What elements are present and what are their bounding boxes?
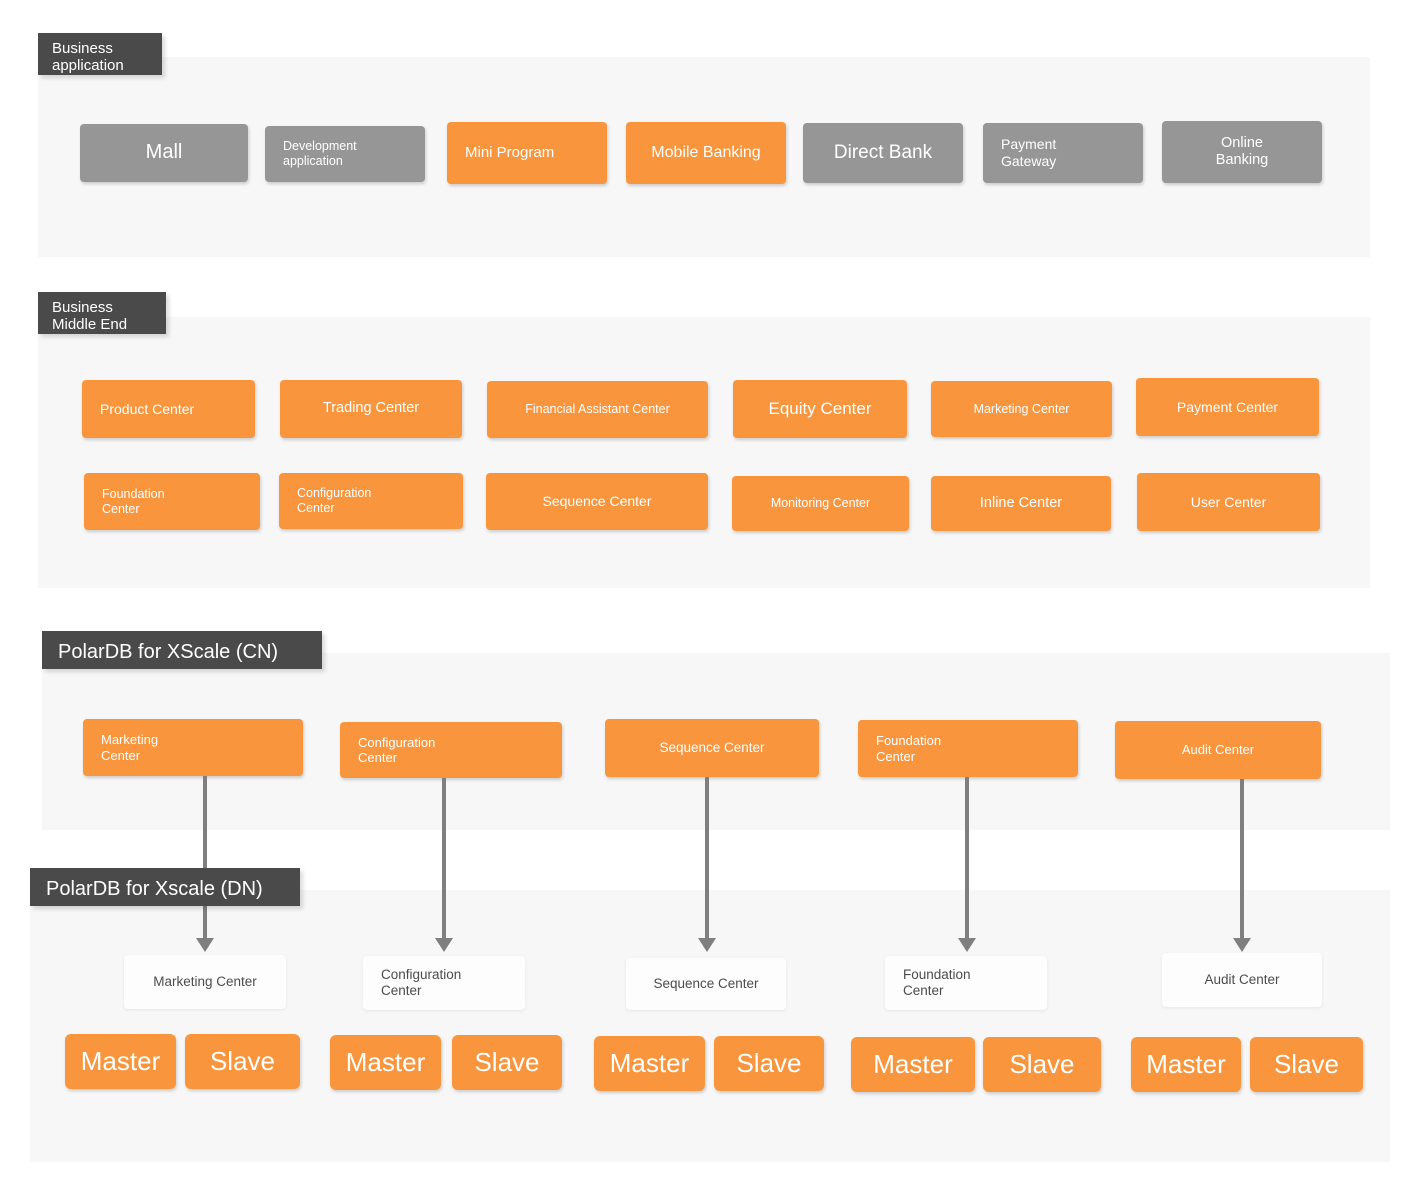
node-dn-sequence-center[interactable]: Sequence Center — [626, 958, 786, 1010]
node-label: Inline Center — [979, 494, 1063, 511]
arrowhead-foundation — [958, 938, 976, 952]
node-mobile-banking[interactable]: Mobile Banking — [626, 122, 786, 184]
master-node-1[interactable]: Master — [65, 1034, 176, 1089]
node-label: User Center — [1190, 493, 1267, 510]
node-label: Direct Bank — [833, 141, 933, 163]
slave-label: Slave — [1009, 1049, 1075, 1079]
node-equity-center[interactable]: Equity Center — [733, 380, 907, 438]
node-label: Mini Program — [465, 144, 555, 162]
node-cn-sequence-center[interactable]: Sequence Center — [605, 719, 819, 777]
node-development-application[interactable]: Development application — [265, 126, 425, 182]
slave-node-4[interactable]: Slave — [983, 1037, 1101, 1092]
node-label: Audit Center — [1204, 972, 1280, 988]
node-label: Trading Center — [322, 400, 420, 417]
node-label: Mall — [145, 141, 183, 164]
node-online-banking[interactable]: Online Banking — [1162, 121, 1322, 183]
node-label: Sequence Center — [542, 493, 652, 510]
connector-foundation — [965, 777, 969, 941]
node-label: Configuration Center — [297, 486, 372, 515]
master-label: Master — [80, 1046, 161, 1076]
node-cn-marketing-center[interactable]: Marketing Center — [83, 719, 303, 776]
node-marketing-center[interactable]: Marketing Center — [931, 381, 1112, 437]
master-label: Master — [609, 1048, 690, 1078]
node-label: Equity Center — [768, 398, 872, 418]
node-monitoring-center[interactable]: Monitoring Center — [732, 476, 909, 531]
slave-node-2[interactable]: Slave — [452, 1035, 562, 1090]
node-financial-assistant-center[interactable]: Financial Assistant Center — [487, 381, 708, 438]
slave-label: Slave — [474, 1047, 540, 1077]
slave-node-1[interactable]: Slave — [185, 1034, 300, 1089]
node-label: Foundation Center — [903, 967, 971, 998]
node-label: Foundation Center — [102, 486, 165, 516]
node-cn-audit-center[interactable]: Audit Center — [1115, 721, 1321, 779]
master-label: Master — [1146, 1049, 1226, 1079]
node-dn-audit-center[interactable]: Audit Center — [1162, 953, 1322, 1007]
node-label: Audit Center — [1181, 742, 1255, 758]
slave-label: Slave — [1273, 1049, 1340, 1079]
business-middle-end-panel — [38, 317, 1370, 588]
node-label: Mobile Banking — [651, 143, 761, 161]
master-node-3[interactable]: Master — [594, 1036, 705, 1091]
node-label: Marketing Center — [973, 401, 1070, 416]
node-label: Product Center — [100, 400, 195, 417]
node-dn-configuration-center[interactable]: Configuration Center — [363, 956, 525, 1010]
master-node-5[interactable]: Master — [1131, 1037, 1241, 1092]
polardb-dn-panel — [30, 890, 1390, 1162]
node-payment-center[interactable]: Payment Center — [1136, 378, 1319, 436]
node-label: Sequence Center — [653, 976, 759, 992]
slave-label: Slave — [209, 1046, 276, 1076]
polardb-cn-label: PolarDB for XScale (CN) — [42, 631, 322, 669]
business-application-label: Business application — [38, 33, 162, 75]
business-middle-end-label: Business Middle End — [38, 292, 166, 334]
polardb-dn-label: PolarDB for Xscale (DN) — [30, 868, 300, 906]
master-node-4[interactable]: Master — [851, 1037, 975, 1092]
node-label: Monitoring Center — [770, 496, 871, 511]
node-cn-foundation-center[interactable]: Foundation Center — [858, 720, 1078, 777]
node-label: Marketing Center — [153, 974, 257, 990]
slave-node-3[interactable]: Slave — [714, 1036, 824, 1091]
connector-sequence — [705, 777, 709, 941]
master-label: Master — [345, 1047, 426, 1077]
node-mini-program[interactable]: Mini Program — [447, 122, 607, 184]
connector-marketing — [203, 776, 207, 941]
connector-audit — [1240, 779, 1244, 941]
node-label: Development application — [283, 139, 357, 168]
node-label: Foundation Center — [876, 733, 942, 764]
arrowhead-audit — [1233, 938, 1251, 952]
node-label: Financial Assistant Center — [525, 402, 670, 417]
slave-node-5[interactable]: Slave — [1250, 1037, 1363, 1092]
node-cn-configuration-center[interactable]: Configuration Center — [340, 722, 562, 778]
node-mall[interactable]: Mall — [80, 124, 248, 182]
arrowhead-marketing — [196, 938, 214, 952]
node-payment-gateway[interactable]: Payment Gateway — [983, 123, 1143, 183]
node-label: Configuration Center — [381, 967, 462, 998]
master-label: Master — [873, 1049, 953, 1079]
node-user-center[interactable]: User Center — [1137, 473, 1320, 531]
node-label: Payment Gateway — [1001, 136, 1057, 169]
node-label: Configuration Center — [358, 734, 436, 765]
arrowhead-configuration — [435, 938, 453, 952]
node-direct-bank[interactable]: Direct Bank — [803, 123, 963, 183]
node-label: Marketing Center — [101, 732, 159, 763]
node-foundation-center[interactable]: Foundation Center — [84, 473, 260, 530]
node-trading-center[interactable]: Trading Center — [280, 380, 462, 438]
arrowhead-sequence — [698, 938, 716, 952]
node-dn-foundation-center[interactable]: Foundation Center — [885, 956, 1047, 1010]
node-configuration-center[interactable]: Configuration Center — [279, 473, 463, 529]
node-label: Payment Center — [1176, 398, 1279, 415]
node-label: Online Banking — [1215, 134, 1269, 168]
connector-configuration — [442, 778, 446, 941]
node-label: Sequence Center — [659, 740, 765, 756]
node-product-center[interactable]: Product Center — [82, 380, 255, 438]
node-inline-center[interactable]: Inline Center — [931, 476, 1111, 531]
slave-label: Slave — [736, 1048, 802, 1078]
master-node-2[interactable]: Master — [330, 1035, 441, 1090]
node-dn-marketing-center[interactable]: Marketing Center — [124, 955, 286, 1009]
node-sequence-center[interactable]: Sequence Center — [486, 473, 708, 530]
